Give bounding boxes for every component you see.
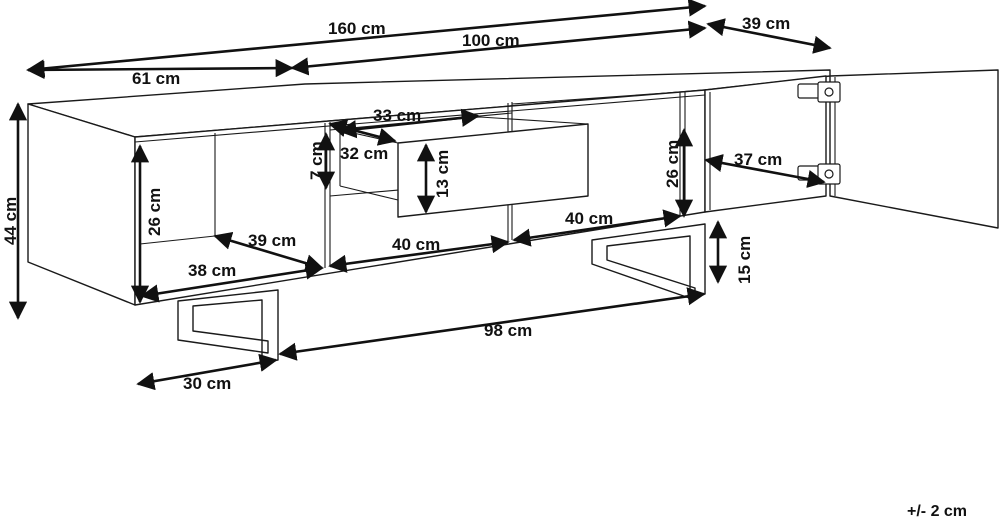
label-drawer-section-length: 100 cm — [462, 31, 520, 50]
label-total-length: 160 cm — [328, 19, 386, 38]
label-drawer-inner-height: 7 cm — [307, 141, 326, 180]
label-lower-left-width: 40 cm — [392, 235, 440, 254]
label-drawer-depth: 32 cm — [340, 144, 388, 163]
label-total-height: 44 cm — [1, 197, 20, 245]
label-right-compartment-height: 26 cm — [663, 140, 682, 188]
dimension-lines — [8, 0, 832, 391]
label-left-compartment-depth: 39 cm — [248, 231, 296, 250]
label-drawer-front-height: 13 cm — [433, 150, 452, 198]
upper-hinge-icon — [797, 81, 841, 103]
label-leg-span: 98 cm — [484, 321, 532, 340]
label-leg-depth: 30 cm — [183, 374, 231, 393]
label-left-compartment-width: 38 cm — [188, 261, 236, 280]
cabinet-body — [27, 69, 831, 306]
label-drawer-top-width: 33 cm — [373, 106, 421, 125]
right-leg-frame — [591, 223, 706, 301]
open-door — [797, 69, 999, 229]
left-leg-frame — [177, 289, 279, 363]
drawer-front — [397, 123, 589, 218]
label-right-compartment-depth: 37 cm — [734, 150, 782, 169]
label-left-section-length: 61 cm — [132, 69, 180, 88]
label-left-compartment-height: 26 cm — [145, 188, 164, 236]
label-leg-height: 15 cm — [735, 236, 754, 284]
label-lower-right-width: 40 cm — [565, 209, 613, 228]
left-side-panel — [27, 103, 136, 306]
label-depth-top: 39 cm — [742, 14, 790, 33]
tolerance-note: +/- 2 cm — [907, 503, 967, 520]
dimension-labels: 160 cm 100 cm 61 cm 39 cm 44 cm 26 cm 39… — [1, 14, 967, 520]
